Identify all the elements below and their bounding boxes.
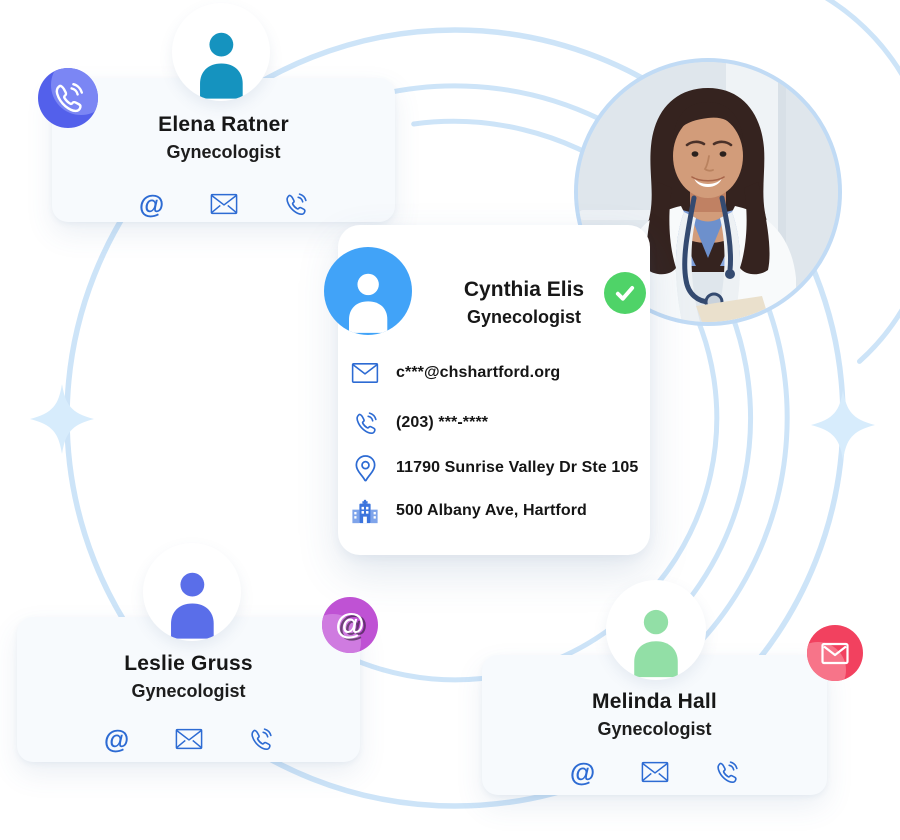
check-icon xyxy=(615,286,635,301)
doctor-name: Cynthia Elis xyxy=(463,278,585,301)
doctor-portrait-illustration xyxy=(578,62,838,322)
sparkle-right-icon xyxy=(811,390,875,460)
envelope-icon[interactable] xyxy=(175,725,203,753)
location-icon xyxy=(350,453,380,483)
contact-card-elena: Elena Ratner Gynecologist @ xyxy=(52,78,395,222)
at-icon[interactable]: @ xyxy=(103,724,130,754)
doctor-name: Elena Ratner xyxy=(158,113,289,136)
envelope-icon xyxy=(350,358,380,388)
doctor-specialty: Gynecologist xyxy=(131,681,246,701)
at-icon[interactable]: @ xyxy=(138,189,165,219)
doctor-specialty: Gynecologist xyxy=(597,719,712,739)
doctor-specialty: Gynecologist xyxy=(466,307,582,327)
doctor-name-block: Cynthia Elis Gynecologist xyxy=(414,277,634,331)
phone-icon xyxy=(350,408,380,438)
phone-icon[interactable] xyxy=(713,758,741,786)
at-badge: @ xyxy=(322,597,378,653)
phone-icon[interactable] xyxy=(282,190,310,218)
at-icon[interactable]: @ xyxy=(569,757,596,787)
contact-row-email: c***@chshartford.org xyxy=(350,358,560,388)
address-value: 11790 Sunrise Valley Dr Ste 105 xyxy=(396,459,639,476)
envelope-icon[interactable] xyxy=(641,758,669,786)
envelope-icon[interactable] xyxy=(210,190,238,218)
avatar-melinda xyxy=(606,580,706,680)
phone-badge xyxy=(38,68,98,128)
email-value: c***@chshartford.org xyxy=(396,364,561,381)
contact-card-leslie: Leslie Gruss Gynecologist @ xyxy=(17,617,360,762)
doctor-name: Melinda Hall xyxy=(592,690,717,713)
contact-row-address-2: 500 Albany Ave, Hartford xyxy=(350,496,587,526)
avatar-elena xyxy=(172,3,270,101)
contact-actions: @ xyxy=(482,758,827,786)
verified-check-badge xyxy=(604,272,646,314)
sparkle-left-icon xyxy=(30,384,94,454)
contact-actions: @ xyxy=(17,725,360,753)
phone-waves-icon xyxy=(55,83,83,113)
at-symbol-icon: @ xyxy=(335,608,365,641)
contact-row-phone: (203) ***-**** xyxy=(350,408,488,438)
address-value: 500 Albany Ave, Hartford xyxy=(396,502,587,519)
person-icon xyxy=(199,32,243,99)
person-icon xyxy=(634,609,678,678)
contact-row-address-1: 11790 Sunrise Valley Dr Ste 105 xyxy=(350,453,638,483)
phone-icon[interactable] xyxy=(247,725,275,753)
avatar-cynthia xyxy=(324,247,412,335)
doctor-specialty: Gynecologist xyxy=(166,142,281,162)
contact-actions: @ xyxy=(52,190,395,218)
avatar-leslie xyxy=(143,543,241,641)
orbit-arc-photo-ring xyxy=(824,0,900,364)
person-icon xyxy=(170,572,214,639)
doctor-name: Leslie Gruss xyxy=(124,652,253,675)
doctor-photo xyxy=(574,58,842,326)
mail-badge xyxy=(807,625,863,681)
person-icon xyxy=(348,273,388,333)
envelope-icon xyxy=(821,642,849,664)
phone-value: (203) ***-**** xyxy=(396,414,489,431)
hospital-icon xyxy=(350,496,380,526)
